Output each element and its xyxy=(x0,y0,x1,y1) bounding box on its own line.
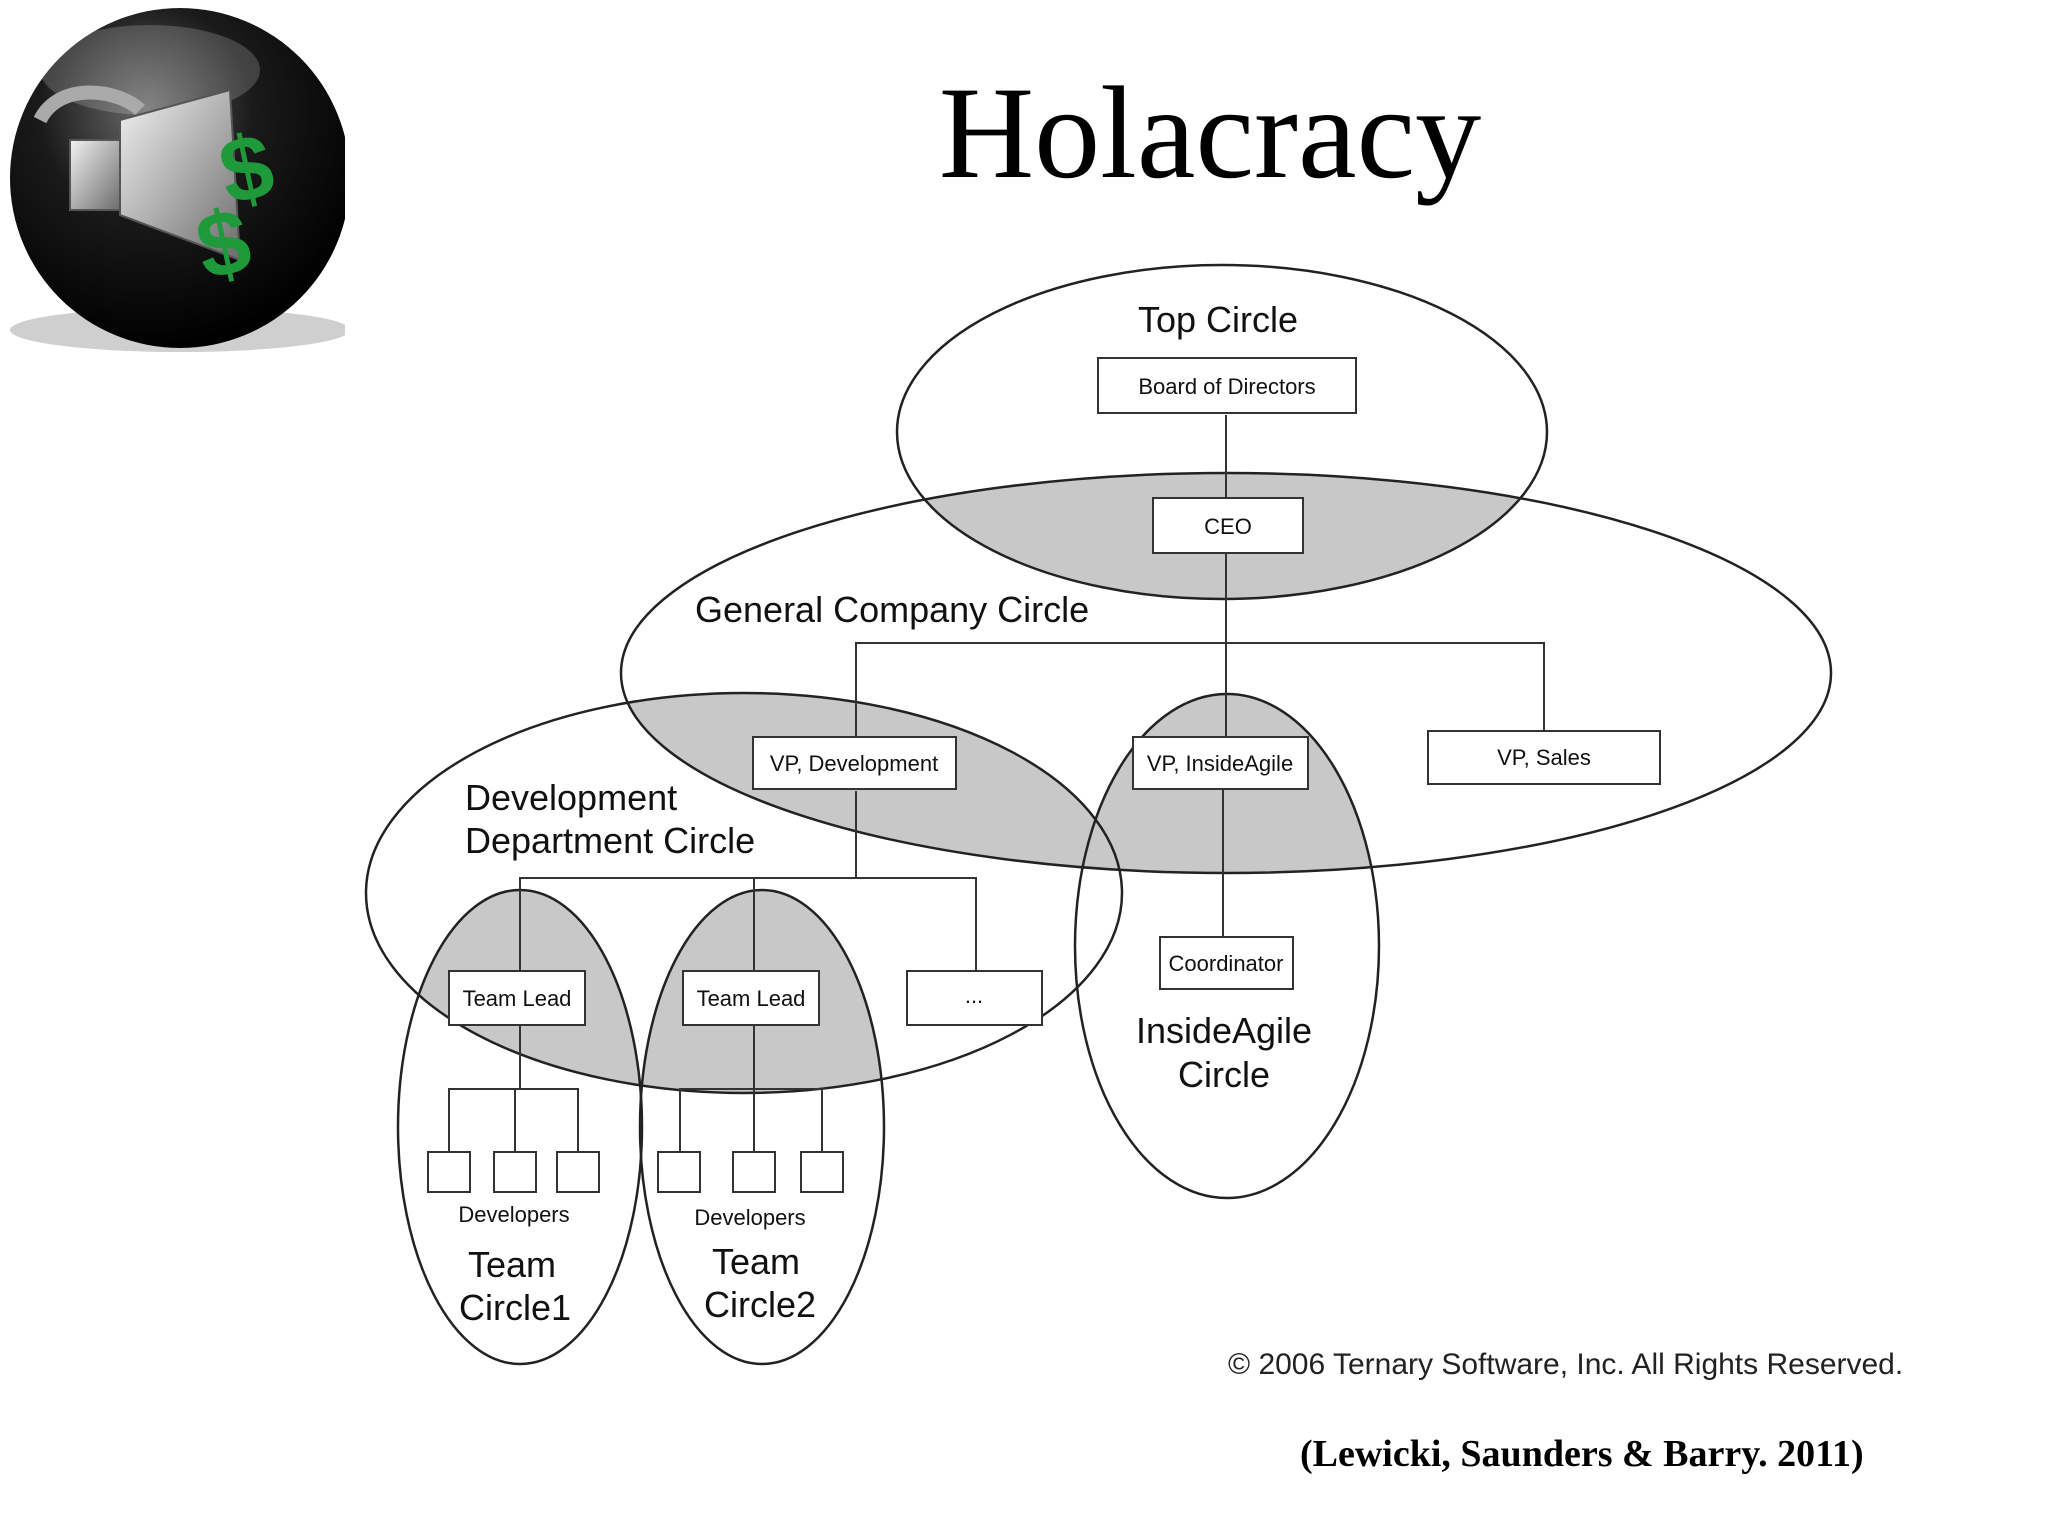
slide-title: Holacracy xyxy=(938,59,1482,206)
team-circle-1-label-line2: Circle1 xyxy=(459,1287,571,1328)
vp-insideagile-label: VP, InsideAgile xyxy=(1147,751,1293,776)
insideagile-circle-label-line1: InsideAgile xyxy=(1136,1010,1312,1051)
coordinator-box xyxy=(1159,936,1294,990)
team-circle-2-label-line1: Team xyxy=(712,1241,800,1282)
top-circle xyxy=(895,263,1549,601)
developer-box xyxy=(556,1151,600,1193)
insideagile-circle-label-line2: Circle xyxy=(1178,1054,1270,1095)
team-circle-2 xyxy=(638,888,886,1366)
developers-2-label: Developers xyxy=(694,1205,805,1230)
citation: (Lewicki, Saunders & Barry. 2011) xyxy=(1300,1433,1864,1475)
development-circle-label-line1: Development xyxy=(465,777,677,818)
development-department-circle xyxy=(364,691,1124,1095)
developer-box xyxy=(800,1151,844,1193)
top-circle-label: Top Circle xyxy=(1138,299,1298,340)
coordinator-label: Coordinator xyxy=(1169,951,1284,976)
team-circle-2-label-line2: Circle2 xyxy=(704,1284,816,1325)
vp-sales-box xyxy=(1427,730,1661,785)
general-company-circle-label: General Company Circle xyxy=(695,589,1089,630)
board-of-directors-box xyxy=(1097,357,1357,414)
developers-1-label: Developers xyxy=(458,1202,569,1227)
team-lead-2-label: Team Lead xyxy=(697,986,806,1011)
ceo-label: CEO xyxy=(1204,514,1252,539)
more-roles-box xyxy=(906,970,1043,1026)
team-lead-1-box xyxy=(448,970,586,1026)
developer-box xyxy=(657,1151,701,1193)
vp-development-box xyxy=(752,736,957,790)
team-lead-2-box xyxy=(682,970,820,1026)
developer-box xyxy=(427,1151,471,1193)
vp-development-label: VP, Development xyxy=(770,751,938,776)
ceo-box xyxy=(1152,497,1304,554)
developer-box xyxy=(732,1151,776,1193)
vp-sales-label: VP, Sales xyxy=(1497,745,1591,770)
logo-plug-dollar-icon: $ $ xyxy=(0,0,345,352)
overlap-shading xyxy=(398,473,1547,1093)
team-lead-1-label: Team Lead xyxy=(463,986,572,1011)
more-roles-label: ... xyxy=(965,983,983,1008)
development-circle-label-line2: Department Circle xyxy=(465,820,755,861)
org-connectors xyxy=(448,415,1545,1152)
team-circle-1-label-line1: Team xyxy=(468,1244,556,1285)
developer-box xyxy=(493,1151,537,1193)
copyright-notice: © 2006 Ternary Software, Inc. All Rights… xyxy=(1228,1348,1904,1381)
board-of-directors-label: Board of Directors xyxy=(1138,374,1315,399)
vp-insideagile-box xyxy=(1132,736,1309,790)
